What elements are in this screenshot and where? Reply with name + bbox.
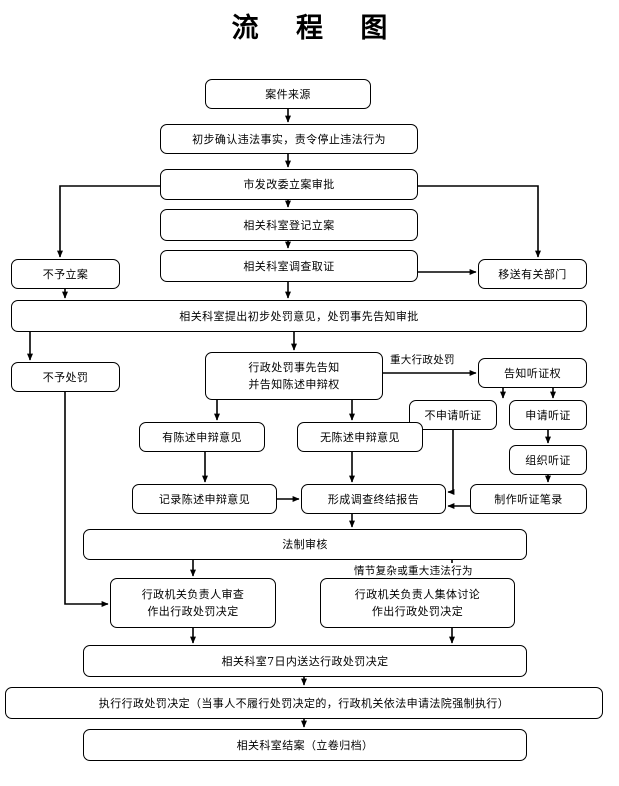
flow-node-label: 法制审核 xyxy=(282,538,328,551)
flow-node-label: 相关科室提出初步处罚意见，处罚事先告知审批 xyxy=(179,309,419,323)
flow-node-n1[interactable]: 案件来源 xyxy=(205,79,371,109)
flow-node-n2[interactable]: 初步确认违法事实，责令停止违法行为 xyxy=(160,124,418,154)
flow-node-label: 行政机关负责人审查 xyxy=(141,588,245,601)
edge-label-e_complex: 情节复杂或重大违法行为 xyxy=(353,563,474,578)
flow-node-n13[interactable]: 申请听证 xyxy=(509,400,587,430)
flow-node-n5[interactable]: 相关科室调查取证 xyxy=(160,250,418,282)
flow-node-n3[interactable]: 市发改委立案审批 xyxy=(160,169,418,200)
flow-node-label: 作出行政处罚决定 xyxy=(147,605,239,618)
flow-node-label: 相关科室调查取证 xyxy=(243,259,335,273)
flow-node-label: 不予立案 xyxy=(42,267,89,281)
flow-node-n25[interactable]: 相关科室结案（立卷归档） xyxy=(83,729,527,761)
flow-node-label: 有陈述申辩意见 xyxy=(162,430,242,444)
flow-node-label: 不申请听证 xyxy=(424,408,482,422)
flow-node-n7[interactable]: 移送有关部门 xyxy=(478,259,587,289)
flow-node-n20[interactable]: 法制审核 xyxy=(83,529,527,560)
flow-node-label: 申请听证 xyxy=(525,408,571,422)
flow-node-n22[interactable]: 行政机关负责人集体讨论作出行政处罚决定 xyxy=(320,578,515,628)
flow-node-n9[interactable]: 不予处罚 xyxy=(11,362,120,392)
flow-node-n21[interactable]: 行政机关负责人审查作出行政处罚决定 xyxy=(110,578,276,628)
flow-node-n24[interactable]: 执行行政处罚决定（当事人不履行处罚决定的，行政机关依法申请法院强制执行） xyxy=(5,687,603,719)
flow-node-label: 行政处罚事先告知 xyxy=(248,361,340,374)
flow-node-n12[interactable]: 不申请听证 xyxy=(409,400,497,430)
flow-node-label: 制作听证笔录 xyxy=(494,492,563,506)
edge-n3-n7 xyxy=(418,185,541,258)
flow-node-label: 告知听证权 xyxy=(504,366,561,380)
flow-node-label: 案件来源 xyxy=(265,87,311,101)
flow-node-label: 无陈述申辩意见 xyxy=(320,430,400,444)
page-title: 流 程 图 xyxy=(231,13,402,44)
edge-n12-n18 xyxy=(447,430,455,495)
flow-node-n8[interactable]: 相关科室提出初步处罚意见，处罚事先告知审批 xyxy=(11,300,587,332)
flow-node-label: 记录陈述申辩意见 xyxy=(158,492,251,506)
flow-node-label: 初步确认违法事实，责令停止违法行为 xyxy=(192,132,386,146)
flow-node-n19[interactable]: 制作听证笔录 xyxy=(470,484,587,514)
flow-node-label: 移送有关部门 xyxy=(498,267,567,281)
flow-node-label: 不予处罚 xyxy=(42,370,89,384)
flow-node-label: 作出行政处罚决定 xyxy=(371,605,464,618)
flow-node-label: 相关科室登记立案 xyxy=(243,218,335,232)
flow-node-n6[interactable]: 不予立案 xyxy=(11,259,120,289)
flow-node-label: 相关科室7日内送达行政处罚决定 xyxy=(221,654,389,668)
flow-node-n4[interactable]: 相关科室登记立案 xyxy=(160,209,418,241)
flow-node-n16[interactable]: 无陈述申辩意见 xyxy=(297,422,423,452)
flow-node-n14[interactable]: 组织听证 xyxy=(509,445,587,475)
edge-label-e_major: 重大行政处罚 xyxy=(389,352,456,367)
flow-node-label: 形成调查终结报告 xyxy=(327,492,420,506)
edge-n9-n21 xyxy=(64,392,109,607)
flow-node-n18[interactable]: 形成调查终结报告 xyxy=(301,484,446,514)
flow-node-label: 执行行政处罚决定（当事人不履行处罚决定的，行政机关依法申请法院强制执行） xyxy=(98,696,510,710)
flow-node-label: 市发改委立案审批 xyxy=(243,178,335,191)
flow-node-n17[interactable]: 记录陈述申辩意见 xyxy=(132,484,277,514)
flow-node-n15[interactable]: 有陈述申辩意见 xyxy=(139,422,265,452)
flow-node-n11[interactable]: 告知听证权 xyxy=(478,358,587,388)
flow-node-label: 并告知陈述申辩权 xyxy=(248,378,340,391)
flow-node-n10[interactable]: 行政处罚事先告知并告知陈述申辩权 xyxy=(205,352,383,400)
flow-node-label: 行政机关负责人集体讨论 xyxy=(354,588,481,601)
flow-node-n23[interactable]: 相关科室7日内送达行政处罚决定 xyxy=(83,645,527,677)
flow-node-label: 组织听证 xyxy=(525,453,571,467)
edge-n3-n6 xyxy=(57,185,160,258)
flow-node-label: 相关科室结案（立卷归档） xyxy=(236,738,374,752)
